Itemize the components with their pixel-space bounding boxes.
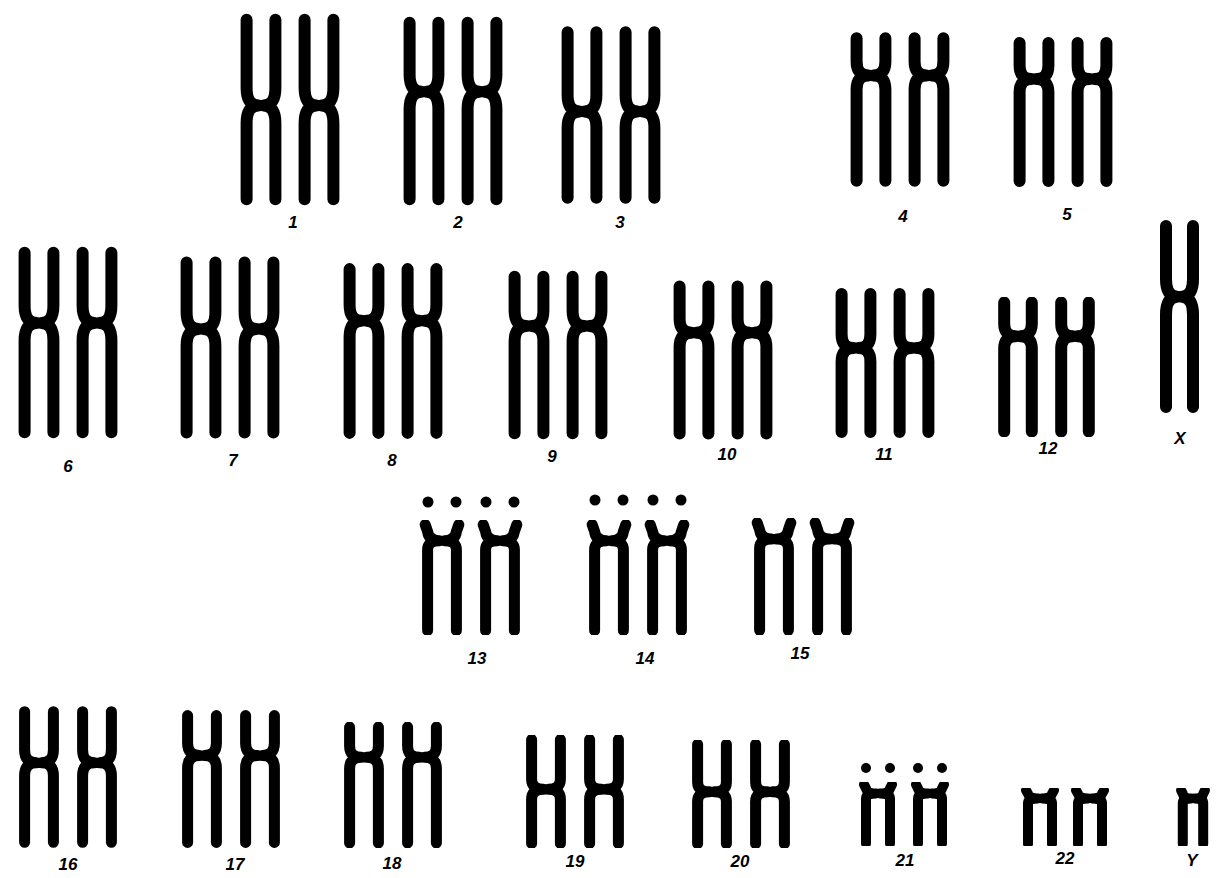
chromosome bbox=[83, 253, 112, 432]
chromosome bbox=[698, 744, 727, 843]
chromosome bbox=[483, 525, 517, 631]
chromosome-number: 20 bbox=[731, 853, 750, 871]
chromosome bbox=[842, 294, 871, 432]
chromosome-number: X bbox=[1174, 430, 1185, 448]
satellites bbox=[423, 495, 948, 774]
satellite-dot bbox=[913, 763, 923, 773]
chromosome-number: 19 bbox=[566, 853, 585, 871]
chromosome-number: 8 bbox=[387, 452, 396, 470]
chromosome-number: 12 bbox=[1039, 440, 1058, 458]
chromosome-number: 3 bbox=[615, 214, 624, 232]
chromosome bbox=[350, 269, 379, 433]
chromosome bbox=[573, 277, 602, 433]
chromosome-number: 6 bbox=[63, 458, 72, 476]
chromosome bbox=[1026, 790, 1054, 843]
chromosome-number: 18 bbox=[383, 855, 402, 873]
chromosome bbox=[468, 23, 497, 200]
chromosome bbox=[246, 716, 275, 843]
chromosome-number: 9 bbox=[547, 448, 556, 466]
chromosome bbox=[1076, 790, 1104, 843]
chromosome-number: 1 bbox=[288, 214, 297, 232]
chromosome bbox=[626, 32, 655, 198]
chromosome bbox=[25, 253, 54, 432]
chromosome bbox=[1061, 303, 1089, 432]
chromosome bbox=[350, 727, 379, 843]
chromosome-number: 13 bbox=[468, 650, 487, 668]
satellite-dot bbox=[590, 495, 601, 506]
chromosome bbox=[408, 727, 437, 843]
satellite-dot bbox=[423, 497, 434, 508]
chromosome bbox=[590, 740, 619, 844]
satellite-dot bbox=[618, 495, 629, 506]
chromosome bbox=[757, 523, 791, 631]
chromosome bbox=[1004, 303, 1032, 432]
chromosome-number: 15 bbox=[791, 645, 810, 663]
chromosome-number: 16 bbox=[59, 856, 78, 874]
satellite-dot bbox=[481, 497, 492, 508]
chromosome bbox=[515, 277, 544, 433]
chromosome-number: 10 bbox=[718, 446, 737, 464]
chromosome-number: 7 bbox=[228, 452, 237, 470]
chromosome-number: 4 bbox=[898, 208, 907, 226]
chromosome bbox=[188, 716, 217, 843]
chromosome bbox=[756, 744, 785, 843]
chromosome bbox=[245, 262, 274, 432]
satellite-dot bbox=[451, 497, 462, 508]
chromosome-number: 21 bbox=[896, 852, 915, 870]
chromosome-number: Y bbox=[1186, 852, 1197, 870]
chromosome-number: 14 bbox=[636, 650, 655, 668]
x-chromosome bbox=[1166, 226, 1193, 407]
chromosome bbox=[592, 525, 626, 631]
chromosome-number: 5 bbox=[1062, 206, 1071, 224]
chromosome bbox=[900, 294, 929, 432]
satellite-dot bbox=[676, 495, 687, 506]
chromosome bbox=[915, 38, 944, 181]
chromosome bbox=[1078, 43, 1107, 181]
chromosome bbox=[738, 286, 767, 433]
chromosome bbox=[247, 20, 276, 199]
chromosome bbox=[83, 712, 112, 843]
chromosome bbox=[568, 32, 597, 198]
satellite-dot bbox=[861, 763, 871, 773]
chromosome bbox=[187, 262, 216, 432]
satellite-dot bbox=[648, 495, 659, 506]
chromosome-number: 11 bbox=[875, 446, 893, 464]
chromosome bbox=[864, 785, 892, 844]
chromosome bbox=[425, 525, 459, 631]
chromosome bbox=[650, 525, 684, 631]
chromosome bbox=[815, 523, 849, 631]
satellite-dot bbox=[937, 763, 947, 773]
chromosome bbox=[857, 38, 886, 181]
chromosome bbox=[408, 269, 437, 433]
chromosome bbox=[532, 740, 561, 844]
y-chromosome bbox=[1181, 790, 1205, 843]
chromosome bbox=[1020, 43, 1049, 181]
chromosome bbox=[25, 712, 54, 843]
chromosome-number: 17 bbox=[226, 856, 245, 874]
chromosomes bbox=[25, 20, 1205, 844]
satellite-dot bbox=[509, 497, 520, 508]
satellite-dot bbox=[885, 763, 895, 773]
chromosome bbox=[410, 23, 439, 200]
chromosome bbox=[680, 286, 709, 433]
chromosome-number: 2 bbox=[453, 214, 462, 232]
chromosome bbox=[916, 785, 944, 844]
chromosome-number: 22 bbox=[1056, 850, 1075, 868]
chromosome bbox=[305, 20, 334, 199]
